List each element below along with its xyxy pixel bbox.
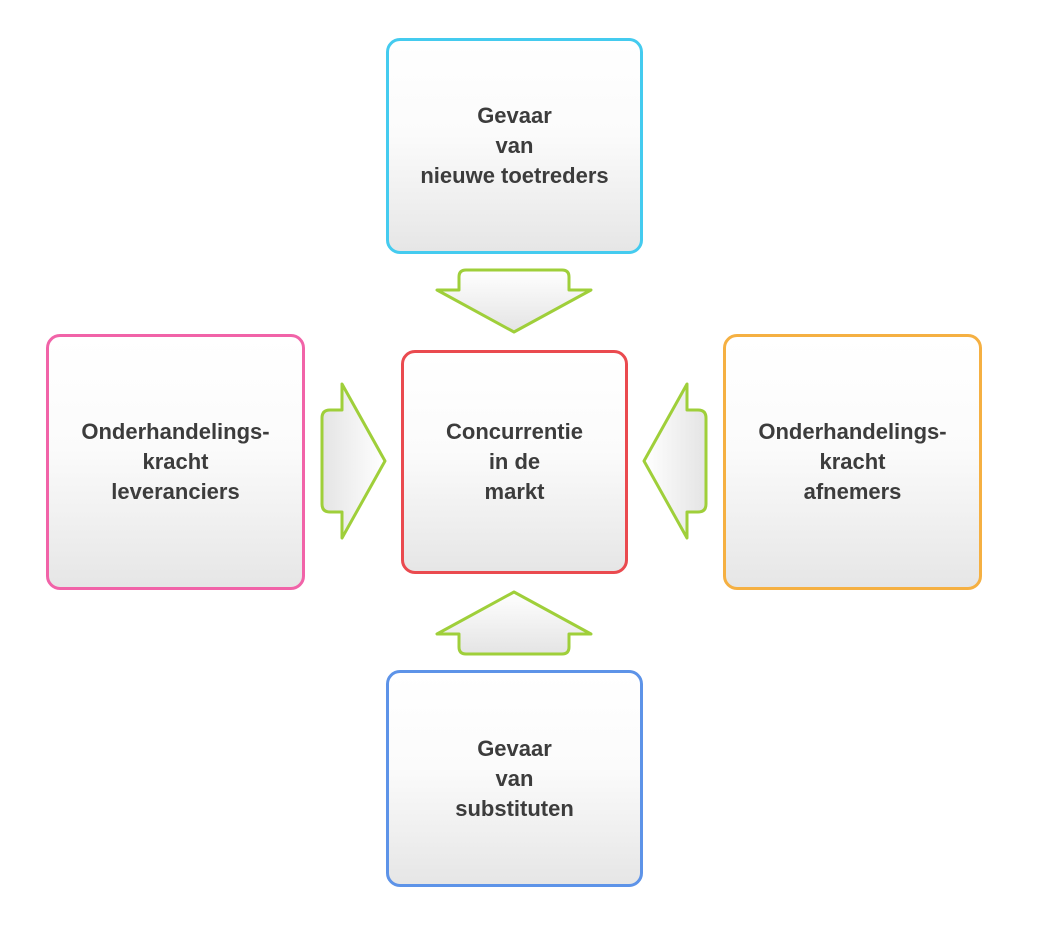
box-line: in de [488,449,541,474]
box-new-entrants-label: Gevaar van nieuwe toetreders [420,101,608,191]
box-line: Concurrentie [446,419,583,444]
box-market-competition-label: Concurrentie in de markt [446,417,583,507]
box-supplier-power-label: Onderhandelings- kracht leveranciers [81,417,269,507]
box-line: markt [484,479,545,504]
box-line: Gevaar [477,735,552,761]
box-line: Onderhandelings- [758,419,947,444]
box-line: Gevaar [477,103,552,128]
arrow-left-icon [642,382,708,540]
box-line: substituten [455,795,574,821]
box-substitutes-label: Gevaar van substituten [455,734,574,824]
box-buyer-power-label: Onderhandelings- kracht afnemers [758,417,946,507]
box-line: van [495,765,534,791]
box-supplier-power: Onderhandelings- kracht leveranciers [46,334,305,590]
arrow-down-icon [435,268,593,334]
arrow-right-icon [320,382,387,540]
box-buyer-power: Onderhandelings- kracht afnemers [723,334,982,590]
box-new-entrants: Gevaar van nieuwe toetreders [386,38,643,254]
arrow-up-icon [435,590,593,656]
box-line: afnemers [803,479,902,504]
box-substitutes: Gevaar van substituten [386,670,643,887]
box-line: leveranciers [111,479,240,504]
box-market-competition: Concurrentie in de markt [401,350,628,574]
box-line: van [495,133,534,158]
box-line: kracht [142,449,209,474]
box-line: Onderhandelings- [81,419,270,444]
box-line: nieuwe toetreders [420,163,609,188]
box-line: kracht [819,449,886,474]
